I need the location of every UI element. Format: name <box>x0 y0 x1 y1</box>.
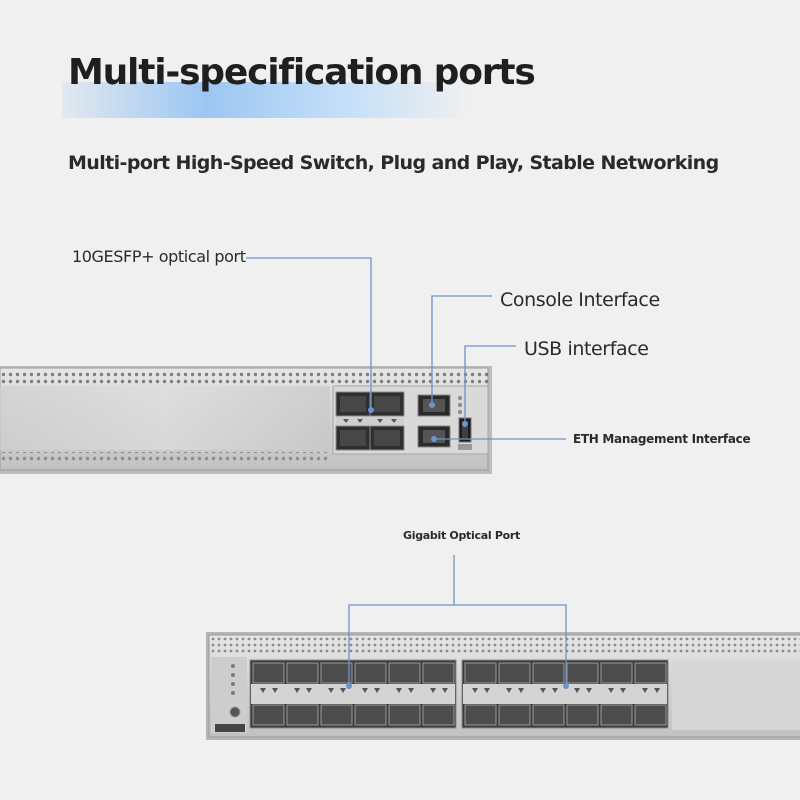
top-switch-chassis <box>0 366 492 474</box>
bottom-switch-side-plate <box>672 660 800 730</box>
gigabit-optical-port-label: Gigabit Optical Port <box>403 529 520 542</box>
title-highlight-band <box>62 82 472 118</box>
eth-management-label: ETH Management Interface <box>573 432 751 446</box>
page-subtitle: Multi-port High-Speed Switch, Plug and P… <box>68 152 719 174</box>
port-indicator-triangles <box>260 688 660 693</box>
callout-lines-top <box>246 257 566 440</box>
console-interface-label: Console Interface <box>500 289 660 311</box>
callout-dots-bottom <box>346 683 569 689</box>
callout-lines-bottom <box>348 555 567 686</box>
console-and-eth-ports <box>417 394 451 448</box>
gigabit-port-bank-right <box>461 659 669 729</box>
usb-interface-label: USB interface <box>524 338 649 360</box>
gigabit-port-bank-left <box>249 659 457 729</box>
callout-dots-top <box>368 402 468 442</box>
sfp-plus-port-group <box>335 391 405 451</box>
page-title: Multi-specification ports <box>68 52 536 93</box>
sfp-port-label: 10GESFP+ optical port <box>72 247 246 266</box>
